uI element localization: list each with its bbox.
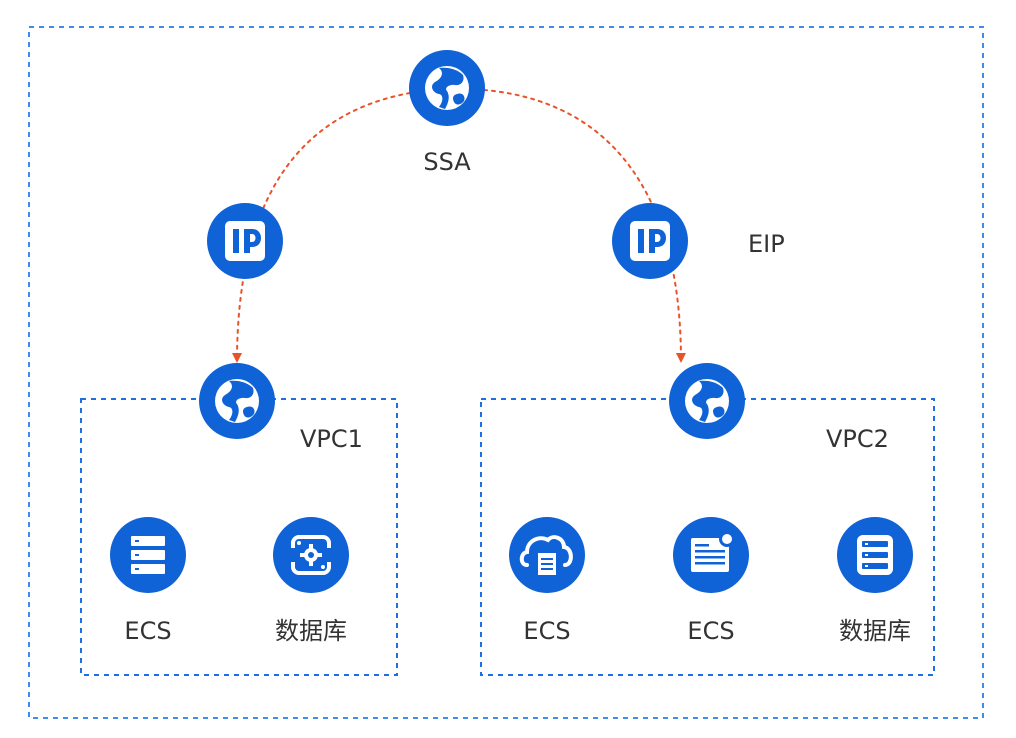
resource-label: ECS: [124, 617, 171, 645]
arrow-ssa-to-vpc1: [232, 92, 411, 363]
vpc2-label: VPC2: [826, 425, 889, 453]
vpc2: VPC2 ECS ECS 数据库: [507, 363, 913, 645]
resource-label: 数据库: [275, 617, 347, 645]
ssa-node: SSA: [409, 50, 485, 176]
vpc1: VPC1 ECS 数据库: [110, 363, 363, 645]
ip-icon: [612, 203, 688, 279]
resource-label: ECS: [687, 617, 734, 645]
server-panel-icon: [673, 517, 749, 593]
vpc2-boundary: [480, 398, 935, 676]
eip-left-node: [207, 203, 283, 279]
server-stack-icon: [110, 517, 186, 593]
globe-icon: [199, 363, 275, 439]
globe-icon: [409, 50, 485, 126]
vpc2-resource-database: 数据库: [837, 517, 913, 645]
globe-icon: [669, 363, 745, 439]
database-gear-icon: [271, 515, 351, 595]
vpc2-resource-ecs-1: ECS: [507, 515, 587, 645]
eip-right-label: EIP: [748, 230, 785, 258]
vpc1-resource-ecs: ECS: [110, 517, 186, 645]
vpc1-resource-database: 数据库: [271, 515, 351, 645]
database-rack-icon: [837, 517, 913, 593]
vpc1-boundary: [80, 398, 398, 676]
resource-label: ECS: [523, 617, 570, 645]
vpc2-resource-ecs-2: ECS: [673, 517, 749, 645]
ip-icon: [207, 203, 283, 279]
ssa-label: SSA: [423, 148, 471, 176]
vpc1-label: VPC1: [300, 425, 363, 453]
resource-label: 数据库: [839, 617, 911, 645]
outer-boundary: [28, 26, 984, 719]
cloud-server-icon: [507, 515, 587, 595]
eip-right-node: EIP: [612, 203, 785, 279]
arrow-ssa-to-vpc2: [483, 89, 686, 363]
